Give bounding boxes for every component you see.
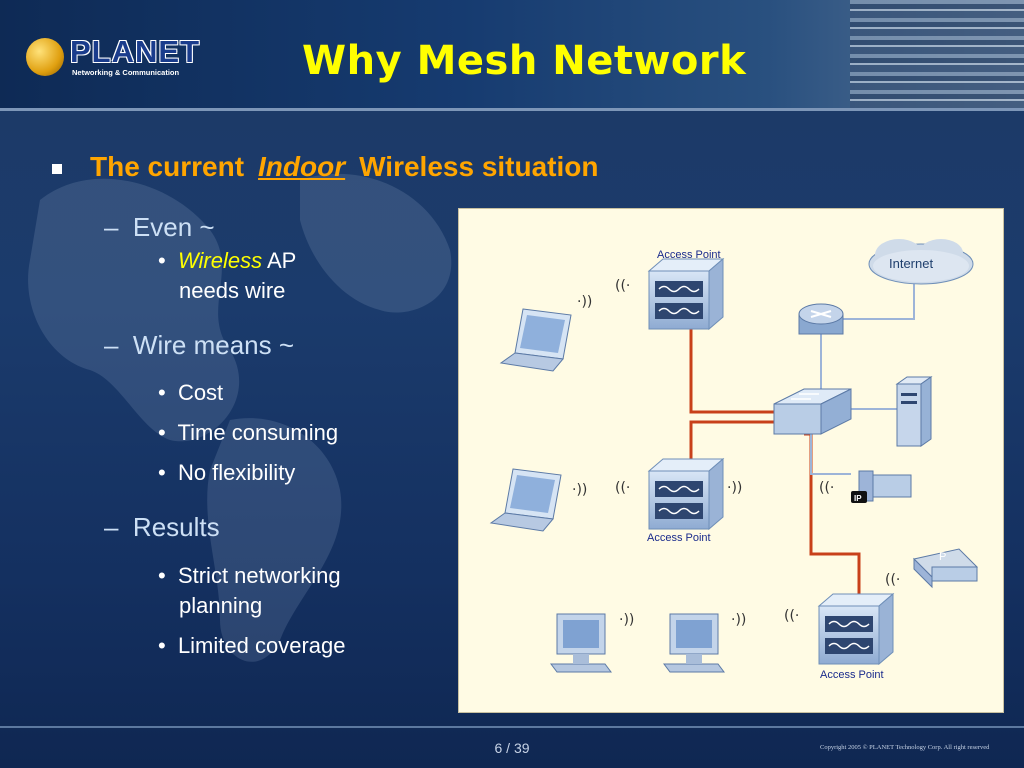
svg-text:((·: ((·	[784, 608, 799, 624]
slide-title: Why Mesh Network	[302, 38, 747, 84]
list-item-needs-wire: needs wire	[179, 278, 286, 303]
server-icon	[895, 376, 933, 447]
list-item-even: – Even ~	[104, 212, 215, 242]
ap-label-bottom: Access Point	[820, 669, 884, 681]
logo-subtitle: Networking & Communication	[72, 68, 180, 77]
router-icon	[798, 303, 844, 335]
results-label: Results	[132, 512, 220, 542]
list-item-cost: • Cost	[158, 380, 224, 405]
svg-text:((·: ((·	[615, 278, 630, 294]
wireless-rest: AP	[262, 248, 297, 273]
list-item-planning: planning	[179, 593, 263, 618]
internet-label: Internet	[889, 256, 933, 271]
ip-label: IP	[854, 494, 862, 503]
laptop-icon	[500, 308, 572, 372]
copyright-text: Copyright 2005 © PLANET Technology Corp.…	[820, 744, 990, 751]
heading-indoor: Indoor	[258, 151, 346, 182]
access-point-icon	[648, 458, 724, 530]
list-item-wire-means: – Wire means ~	[104, 330, 295, 360]
list-item-limited: • Limited coverage	[158, 633, 346, 658]
access-point-icon	[648, 258, 724, 330]
heading-part3: Wireless situation	[359, 151, 599, 182]
section-heading: The current Indoor Wireless situation	[90, 151, 599, 183]
flex-label: No flexibility	[177, 460, 296, 485]
printer-icon	[913, 548, 978, 589]
wire-links	[689, 279, 915, 599]
access-point-icon	[818, 593, 894, 665]
footer-divider	[0, 726, 1024, 728]
list-item-flex: • No flexibility	[158, 460, 296, 485]
logo-text: PLANET	[70, 34, 200, 69]
switch-icon	[773, 388, 852, 435]
planet-logo: PLANET Networking & Communication	[24, 34, 199, 82]
world-map-background	[28, 173, 452, 662]
bullet-square	[52, 164, 62, 174]
laptop-icon	[490, 468, 562, 532]
strict-label: Strict networking	[177, 563, 341, 588]
cost-label: Cost	[177, 380, 224, 405]
globe-icon	[26, 38, 64, 76]
server-rack-image	[850, 0, 1024, 108]
wireless-signal-icons: ((· ·)) ((· ·)) ·)) ((· ((· ·)) ·)) ((·	[572, 278, 900, 628]
heading-part1: The current	[90, 151, 245, 182]
list-item-wireless: • Wireless AP	[158, 248, 297, 273]
internet-cloud-icon	[868, 239, 974, 285]
printer-label: P	[939, 551, 946, 563]
list-item-strict: • Strict networking	[158, 563, 341, 588]
limited-label: Limited coverage	[177, 633, 346, 658]
wireless-word: Wireless	[177, 248, 263, 273]
ap-label-middle: Access Point	[647, 532, 711, 544]
svg-text:((·: ((·	[615, 480, 630, 496]
desktop-pc-icon	[550, 613, 612, 673]
svg-text:·)): ·))	[577, 294, 592, 310]
ip-camera-icon	[851, 470, 912, 503]
diagram-svg: Access Point Access Point Access Point I…	[490, 239, 978, 681]
ap-label-top: Access Point	[657, 249, 721, 261]
header-divider	[0, 108, 1024, 111]
svg-text:·)): ·))	[572, 482, 587, 498]
svg-text:·)): ·))	[727, 480, 742, 496]
svg-text:·)): ·))	[731, 612, 746, 628]
svg-text:((·: ((·	[885, 572, 900, 588]
wire-means-label: Wire means ~	[132, 330, 295, 360]
svg-text:·)): ·))	[619, 612, 634, 628]
network-diagram: Access Point Access Point Access Point I…	[458, 208, 1004, 713]
desktop-pc-icon	[663, 613, 725, 673]
list-item-results: – Results	[104, 512, 220, 542]
even-label: Even ~	[132, 212, 215, 242]
svg-text:((·: ((·	[819, 480, 834, 496]
page-number: 6 / 39	[494, 740, 530, 756]
list-item-time: • Time consuming	[158, 420, 339, 445]
time-label: Time consuming	[177, 420, 339, 445]
